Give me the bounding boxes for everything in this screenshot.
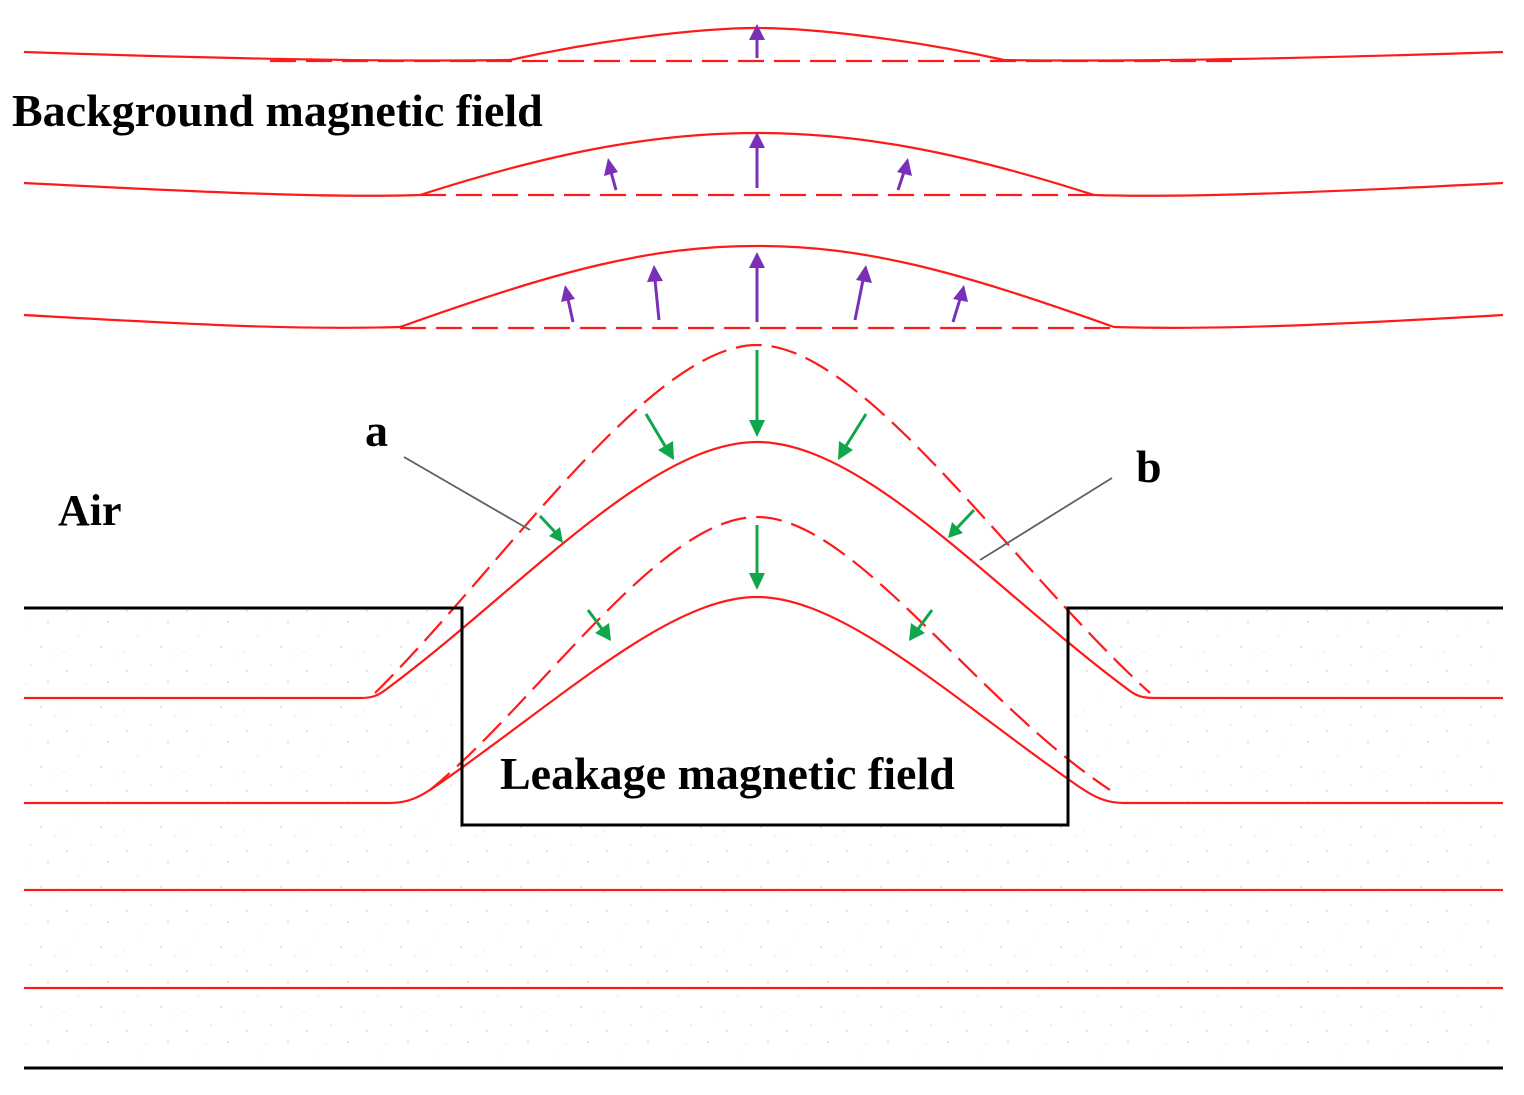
up-arrows (561, 24, 968, 323)
air-label: Air (58, 486, 122, 535)
surface-with-defect (24, 606, 1503, 827)
material-region (24, 608, 1503, 1068)
down-arrows (538, 350, 976, 641)
up-arrow-icon (561, 285, 575, 323)
up-arrow-icon (604, 158, 618, 191)
up-arrow-icon (951, 285, 968, 323)
up-arrow-icon (749, 252, 765, 322)
background-field-label: Background magnetic field (12, 85, 543, 136)
down-arrow-icon (538, 514, 563, 543)
down-arrow-icon (909, 609, 934, 641)
down-arrow-icon (948, 508, 976, 538)
leak-outer-dashed (374, 343, 1151, 694)
bg-line-3 (23, 244, 1504, 329)
bg-line-1 (23, 26, 1504, 62)
leakage-field-label: Leakage magnetic field (500, 748, 955, 799)
leak-inner-solid (24, 595, 1503, 805)
background-field-lines (23, 26, 1504, 330)
down-arrow-icon (644, 413, 674, 460)
up-arrow-icon (647, 265, 663, 321)
leakage-field-lines (24, 343, 1503, 990)
bg-line-2 (23, 131, 1504, 197)
boundaries (24, 606, 1503, 1070)
pointer-a (403, 456, 531, 531)
pointer-b (979, 477, 1113, 561)
down-arrow-icon (749, 525, 765, 590)
down-arrow-icon (749, 350, 765, 437)
up-arrow-icon (896, 158, 912, 191)
up-arrow-icon (749, 24, 765, 58)
down-arrow-icon (586, 609, 611, 641)
up-arrow-icon (749, 132, 765, 188)
pointers (403, 456, 1113, 561)
leak-outer-solid (24, 440, 1503, 700)
label-a: a (365, 405, 388, 456)
label-b: b (1136, 441, 1162, 492)
up-arrow-icon (853, 265, 872, 321)
down-arrow-icon (838, 413, 868, 460)
leak-inner-dashed (429, 515, 1111, 791)
